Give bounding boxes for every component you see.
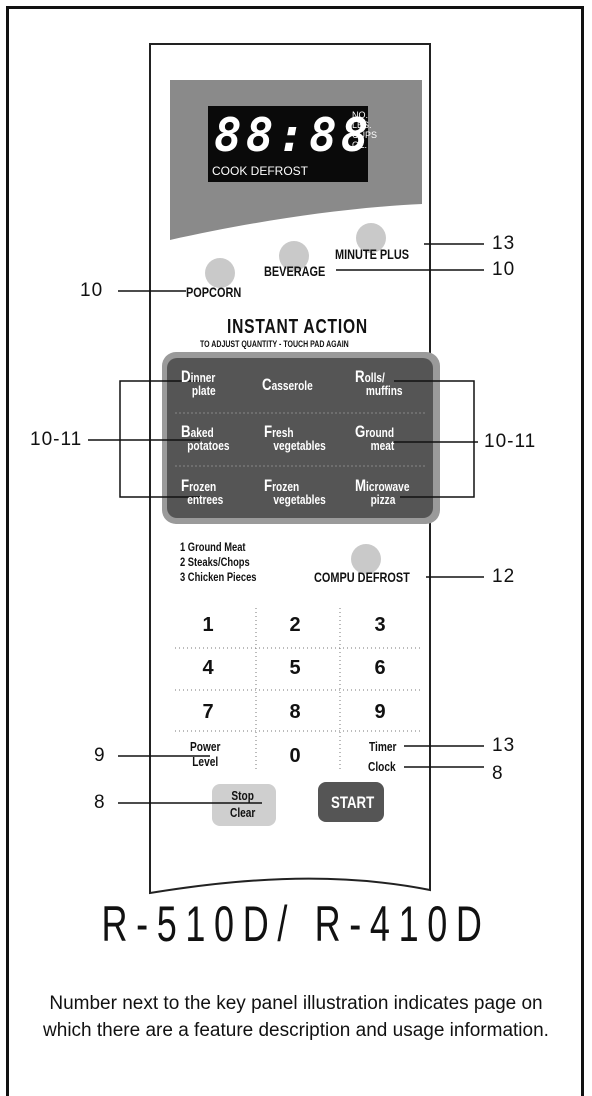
ref-timer: 13 (492, 735, 516, 756)
key-2[interactable]: 2 (289, 614, 301, 636)
defrost-list-item-3: 3 Chicken Pieces (180, 570, 257, 584)
compu-defrost-button-circle (351, 544, 381, 574)
instant-action-block (167, 358, 433, 518)
instant-action-title: INSTANT ACTION (227, 316, 368, 338)
minute-plus-button-circle (356, 223, 386, 253)
compu-defrost-button[interactable]: COMPU DEFROST (314, 569, 410, 585)
beverage-button-circle (279, 241, 309, 271)
lcd-mode-text: COOK DEFROST (212, 164, 309, 178)
key-9[interactable]: 9 (374, 701, 386, 723)
ref-popcorn: 10 (80, 280, 104, 301)
ref-instant-right: 10-11 (484, 431, 537, 452)
ref-clock: 8 (492, 763, 504, 784)
instant-action-subtitle: TO ADJUST QUANTITY - TOUCH PAD AGAIN (200, 339, 349, 349)
key-8[interactable]: 8 (289, 701, 301, 723)
pad-casserole[interactable]: Casserole (262, 375, 313, 394)
lcd-screen (208, 106, 368, 182)
minute-plus-button[interactable]: MINUTE PLUS (335, 246, 410, 262)
popcorn-button-circle (205, 258, 235, 288)
key-3[interactable]: 3 (374, 614, 386, 636)
model-number: R-510D/ R-410D (101, 896, 491, 952)
page-frame (6, 6, 584, 1096)
defrost-list-item-2: 2 Steaks/Chops (180, 555, 250, 569)
key-1[interactable]: 1 (202, 614, 214, 636)
clock-button[interactable]: Clock (368, 759, 396, 774)
pad-rolls-muffins[interactable]: Rolls/muffins (355, 367, 403, 398)
ref-instant-left: 10-11 (30, 429, 83, 450)
key-6[interactable]: 6 (374, 657, 386, 679)
key-5[interactable]: 5 (289, 657, 301, 679)
key-4[interactable]: 4 (202, 657, 214, 679)
caption-text: Number next to the key panel illustratio… (43, 993, 549, 1041)
defrost-list-item-1: 1 Ground Meat (180, 540, 246, 554)
ref-power-level: 9 (94, 745, 106, 766)
key-7[interactable]: 7 (202, 701, 214, 723)
stop-clear-button-shape (212, 784, 276, 826)
key-0[interactable]: 0 (289, 745, 301, 767)
beverage-button[interactable]: BEVERAGE (264, 263, 326, 279)
lcd-indicator-oz: OZ. (352, 140, 367, 150)
popcorn-button[interactable]: POPCORN (186, 284, 242, 300)
lcd-indicator-no: NO. (352, 110, 369, 120)
lcd-digits: 88:88 (214, 108, 373, 162)
timer-button[interactable]: Timer (369, 739, 397, 754)
lcd-indicator-cups: CUPS (352, 130, 378, 140)
ref-beverage: 10 (492, 259, 516, 280)
ref-compu-defrost: 12 (492, 566, 516, 587)
ref-minute-plus: 13 (492, 233, 516, 254)
ref-stop-clear: 8 (94, 792, 106, 813)
start-button[interactable]: START (331, 793, 375, 812)
start-button-shape (318, 782, 384, 822)
lcd-indicator-lbs: LBS. (352, 120, 372, 130)
